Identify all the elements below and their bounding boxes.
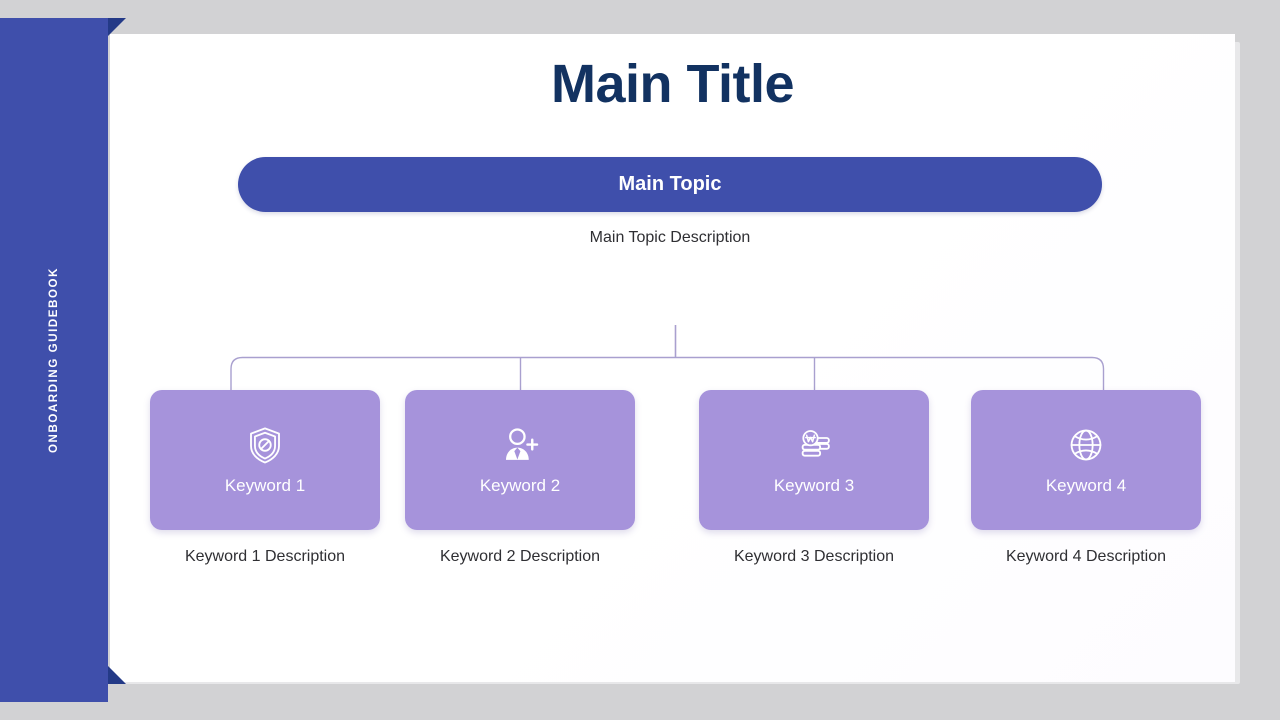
main-topic-description: Main Topic Description [589, 229, 751, 246]
sidebar-label: ONBOARDING GUIDEBOOK [48, 267, 60, 453]
ribbon-fold-bottom-icon [108, 666, 126, 684]
keyword-description-4: Keyword 4 Description [1005, 548, 1167, 565]
globe-icon [1070, 429, 1102, 461]
add-person-icon [506, 428, 539, 460]
keyword-description-2: Keyword 2 Description [439, 548, 601, 565]
keyword-card-1[interactable]: Keyword 1 [150, 390, 380, 530]
keyword-card-4[interactable]: Keyword 4 [971, 390, 1201, 530]
keyword-card-4-label: Keyword 4 [1045, 476, 1127, 495]
main-topic-pill[interactable]: Main Topic [238, 157, 1102, 212]
keyword-cards: Keyword 1 Keyword 2 Keyword 3 [150, 390, 1238, 530]
slide-canvas [110, 34, 1235, 682]
keyword-card-2-label: Keyword 2 [479, 476, 561, 495]
keyword-description-1: Keyword 1 Description [184, 548, 346, 565]
keyword-card-1-label: Keyword 1 [224, 476, 306, 495]
ribbon-fold-top-icon [108, 18, 126, 36]
main-topic-label: Main Topic [618, 173, 722, 195]
won-coins-icon [801, 430, 830, 457]
keyword-description-3: Keyword 3 Description [733, 548, 895, 565]
keyword-card-2[interactable]: Keyword 2 [405, 390, 635, 530]
shield-prohibited-icon [250, 427, 280, 464]
page-title: Main Title [550, 54, 795, 114]
sidebar-ribbon: ONBOARDING GUIDEBOOK [0, 18, 108, 702]
keyword-card-3[interactable]: Keyword 3 [699, 390, 929, 530]
keyword-card-3-label: Keyword 3 [773, 476, 855, 495]
